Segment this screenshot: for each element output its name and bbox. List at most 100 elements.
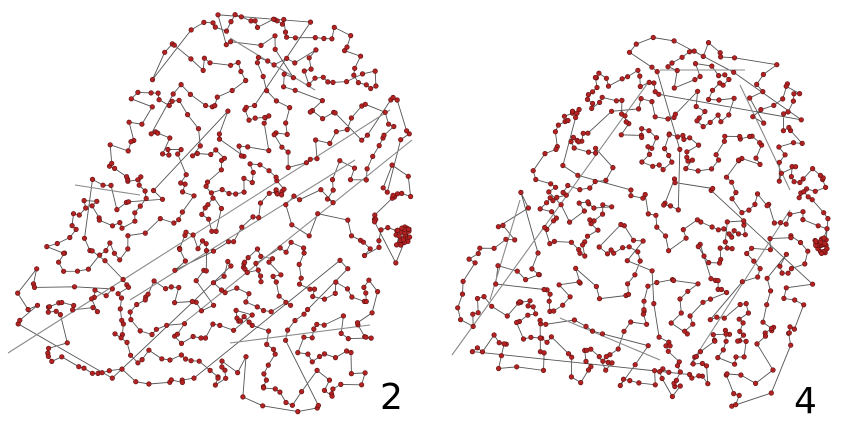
tour-node xyxy=(135,360,141,366)
tour-node xyxy=(548,181,554,187)
tour-node xyxy=(626,244,632,250)
tour-node xyxy=(246,319,252,325)
tour-node xyxy=(671,85,677,91)
tour-node xyxy=(125,284,132,290)
tour-node xyxy=(459,291,466,297)
tour-node xyxy=(715,112,721,118)
tour-node xyxy=(584,96,591,102)
tour-node xyxy=(170,91,176,97)
tour-node xyxy=(281,186,287,192)
tour-node xyxy=(222,367,228,373)
tour-node xyxy=(301,68,307,74)
tour-node xyxy=(752,201,758,207)
tour-node xyxy=(771,220,778,226)
tour-node xyxy=(305,351,311,357)
tour-node xyxy=(258,42,264,49)
long-edge xyxy=(7,109,391,354)
tour-node xyxy=(241,314,247,320)
tour-node xyxy=(695,243,701,250)
tour-node xyxy=(546,189,552,195)
tour-node xyxy=(64,340,70,346)
tour-node xyxy=(570,134,577,140)
tour-node xyxy=(168,377,174,383)
tour-node xyxy=(390,192,396,198)
tour-node xyxy=(764,275,770,281)
tour-node xyxy=(580,130,586,136)
tour-node xyxy=(386,121,392,127)
tour-node xyxy=(575,172,581,178)
tour-node xyxy=(619,76,625,82)
tour-node xyxy=(128,317,134,323)
tour-node xyxy=(665,116,671,122)
tour-node xyxy=(724,219,730,225)
tour-node xyxy=(188,27,194,33)
tour-node xyxy=(134,301,140,308)
tour-node xyxy=(344,44,350,50)
tour-node xyxy=(354,320,361,326)
tour-node xyxy=(533,176,539,183)
tour-node xyxy=(679,54,685,60)
tour-node xyxy=(307,109,313,115)
tour-node xyxy=(362,101,368,107)
tour-node xyxy=(540,367,547,374)
tour-node xyxy=(106,368,112,374)
tour-node xyxy=(547,291,553,297)
tour-node xyxy=(125,233,131,239)
tour-node xyxy=(197,143,203,149)
tour-node xyxy=(284,55,290,62)
tour-node xyxy=(125,246,131,252)
tour-node xyxy=(514,268,520,274)
tour-node xyxy=(292,87,298,93)
tour-node xyxy=(81,198,87,204)
tour-node xyxy=(172,267,178,273)
tour-node xyxy=(266,168,272,174)
tour-node xyxy=(745,310,752,316)
tour-node xyxy=(292,317,298,324)
tour-node xyxy=(117,257,123,263)
tour-node xyxy=(337,257,343,264)
tour-node xyxy=(278,272,284,278)
tour-node xyxy=(479,349,486,355)
tour-node xyxy=(240,394,246,400)
tour-node xyxy=(70,211,77,217)
tour-node xyxy=(721,315,727,321)
tour-node xyxy=(292,35,299,41)
tour-node xyxy=(235,59,241,66)
tour-node xyxy=(584,233,591,239)
tour-node xyxy=(723,331,729,337)
tour-node xyxy=(268,309,274,315)
tour-node xyxy=(217,322,223,329)
tour-node xyxy=(301,250,307,256)
tour-node xyxy=(399,225,405,231)
long-edge xyxy=(229,324,371,344)
tour-node xyxy=(790,98,797,104)
tour-node xyxy=(537,317,543,324)
tour-node xyxy=(221,273,227,279)
tour-node xyxy=(137,328,143,334)
tour-node xyxy=(372,68,378,74)
tour-node xyxy=(709,87,716,93)
tour-node xyxy=(623,119,629,125)
tour-node xyxy=(637,258,643,264)
tour-node xyxy=(779,270,785,276)
tour-node xyxy=(203,268,209,274)
tour-node xyxy=(512,237,518,243)
tour-node xyxy=(344,348,350,354)
tour-node xyxy=(530,304,536,310)
tour-node xyxy=(279,144,285,150)
tour-node xyxy=(211,302,217,308)
tour-node xyxy=(684,154,690,160)
tour-node xyxy=(645,283,651,289)
tour-node xyxy=(108,182,114,188)
tour-node xyxy=(768,325,775,332)
tour-node xyxy=(228,62,234,68)
tour-node xyxy=(201,55,207,61)
tour-node xyxy=(391,123,397,130)
tour-node xyxy=(650,163,656,169)
tour-panel-4 xyxy=(451,34,831,409)
tour-node xyxy=(263,377,270,383)
tour-node xyxy=(624,74,631,80)
tour-node xyxy=(553,146,559,152)
tour-node xyxy=(525,303,531,309)
tour-node xyxy=(783,83,789,89)
